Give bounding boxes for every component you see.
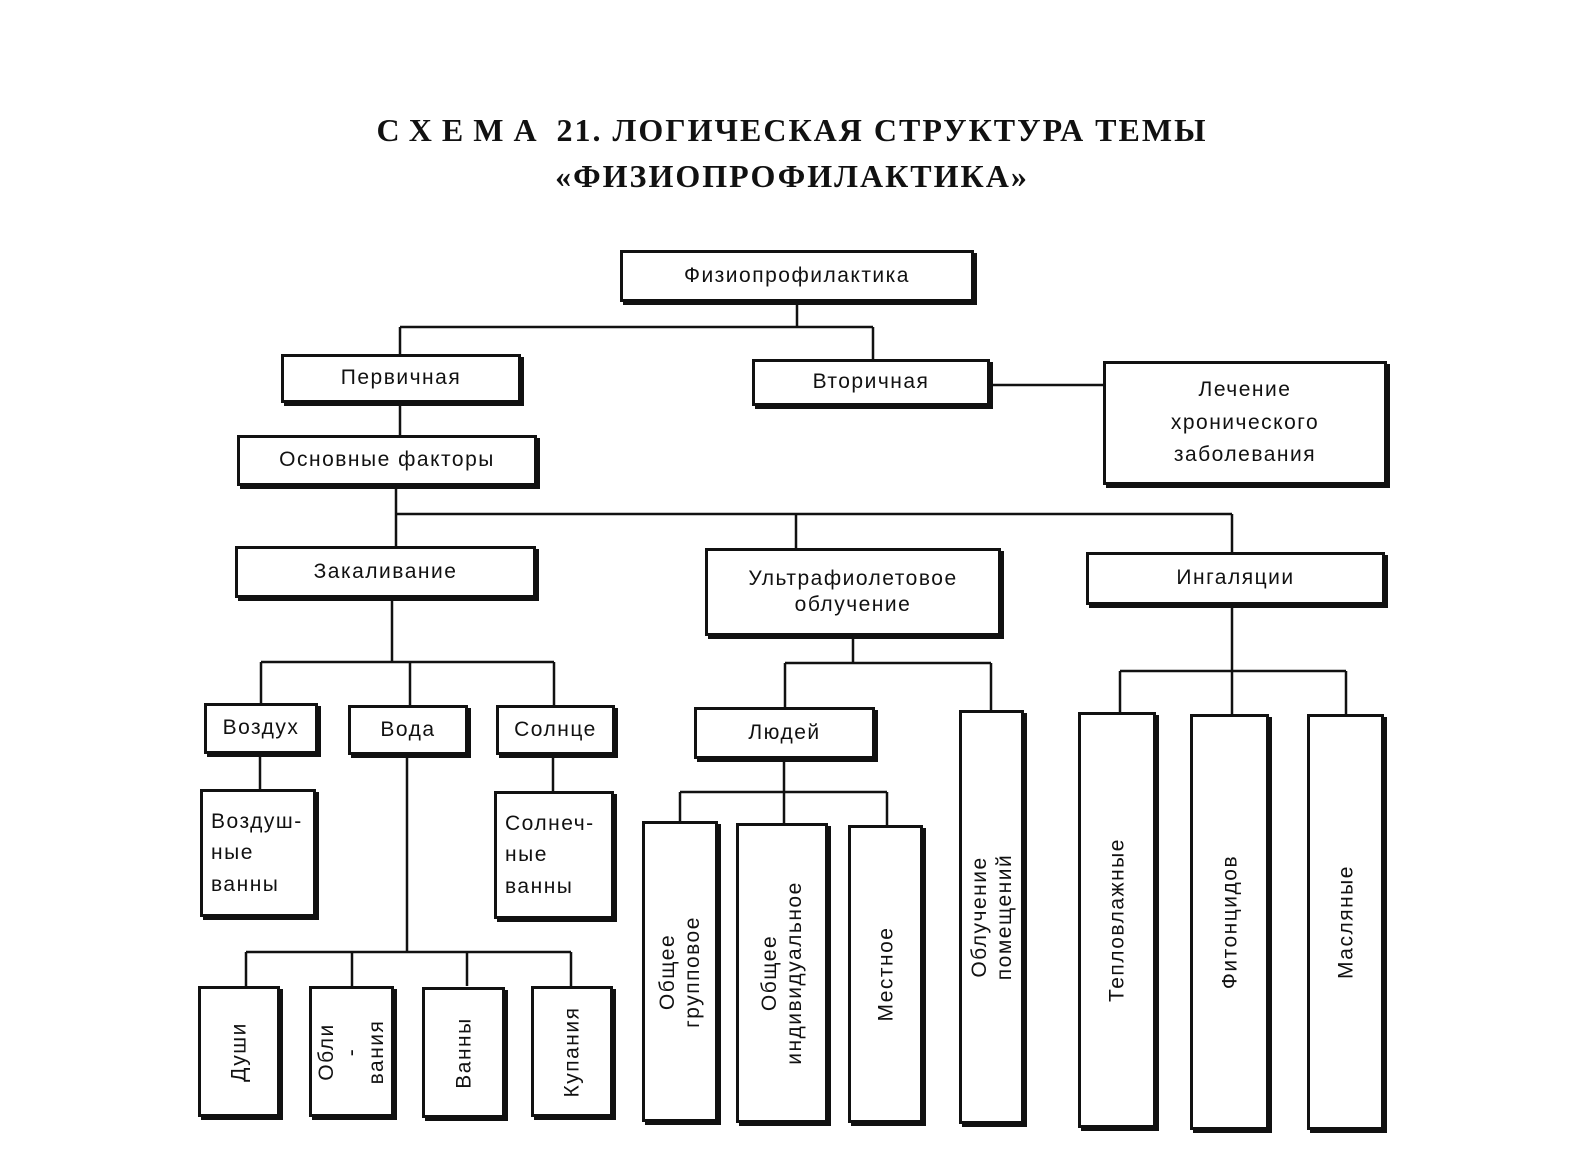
node-water: Вода bbox=[348, 705, 468, 755]
node-sun: Солнце bbox=[496, 705, 615, 755]
node-bathing-label: Купания bbox=[560, 1006, 584, 1097]
connector-root bbox=[398, 302, 875, 359]
diagram-title-line2: «ФИЗИОПРОФИЛАКТИКА» bbox=[555, 158, 1029, 194]
node-air: Воздух bbox=[204, 703, 318, 754]
node-local: Местное bbox=[848, 825, 923, 1123]
node-general-individual: Общее индивидуальное bbox=[736, 823, 828, 1123]
title-rest: 21. ЛОГИЧЕСКАЯ СТРУКТУРА ТЕМЫ bbox=[556, 112, 1208, 148]
node-physioprophylaxis: Физиопрофилактика bbox=[620, 250, 974, 302]
connector-people bbox=[678, 759, 889, 825]
node-uv-irradiation: Ультрафиолетовое облучение bbox=[705, 548, 1001, 636]
diagram-title-line1: СХЕМА 21. ЛОГИЧЕСКАЯ СТРУКТУРА ТЕМЫ bbox=[0, 112, 1584, 149]
node-inhalations: Ингаляции bbox=[1086, 552, 1385, 605]
node-douses: Обли - вания bbox=[309, 986, 394, 1117]
node-room-irradiation-label: Облучение помещений bbox=[967, 853, 1016, 981]
node-douses-label: Обли - вания bbox=[314, 1019, 389, 1084]
node-oil: Масляные bbox=[1307, 714, 1384, 1130]
node-oil-label: Масляные bbox=[1333, 865, 1357, 979]
connector-inhalations bbox=[1118, 605, 1348, 714]
node-phytoncides: Фитонцидов bbox=[1190, 714, 1269, 1130]
node-baths: Ванны bbox=[422, 987, 505, 1118]
node-main-factors: Основные факторы bbox=[237, 435, 537, 486]
node-general-individual-label: Общее индивидуальное bbox=[757, 881, 806, 1065]
node-sun-baths: Солнеч- ные ванны bbox=[494, 791, 614, 919]
node-chronic-treatment: Лечение хронического заболевания bbox=[1103, 361, 1387, 485]
node-heat-moist-label: Тепловлажные bbox=[1105, 838, 1129, 1002]
connector-water bbox=[244, 755, 573, 986]
node-bathing: Купания bbox=[531, 986, 613, 1117]
node-people: Людей bbox=[694, 707, 875, 759]
node-hardening: Закаливание bbox=[235, 546, 536, 598]
node-primary: Первичная bbox=[281, 354, 521, 403]
node-baths-label: Ванны bbox=[451, 1016, 475, 1089]
connector-hardening bbox=[259, 598, 556, 705]
title-schema-word: СХЕМА bbox=[376, 112, 547, 148]
connector-main-categories bbox=[394, 486, 1234, 552]
node-secondary: Вторичная bbox=[752, 359, 990, 406]
node-air-baths: Воздуш- ные ванны bbox=[200, 789, 316, 917]
node-room-irradiation: Облучение помещений bbox=[959, 710, 1024, 1124]
connector-uv bbox=[783, 636, 993, 710]
node-local-label: Местное bbox=[873, 926, 897, 1022]
node-heat-moist: Тепловлажные bbox=[1078, 712, 1156, 1128]
node-phytoncides-label: Фитонцидов bbox=[1217, 854, 1241, 990]
node-general-group-label: Общее групповое bbox=[655, 915, 704, 1028]
node-showers: Души bbox=[198, 986, 280, 1117]
node-showers-label: Души bbox=[227, 1021, 251, 1082]
node-general-group: Общее групповое bbox=[642, 821, 718, 1122]
